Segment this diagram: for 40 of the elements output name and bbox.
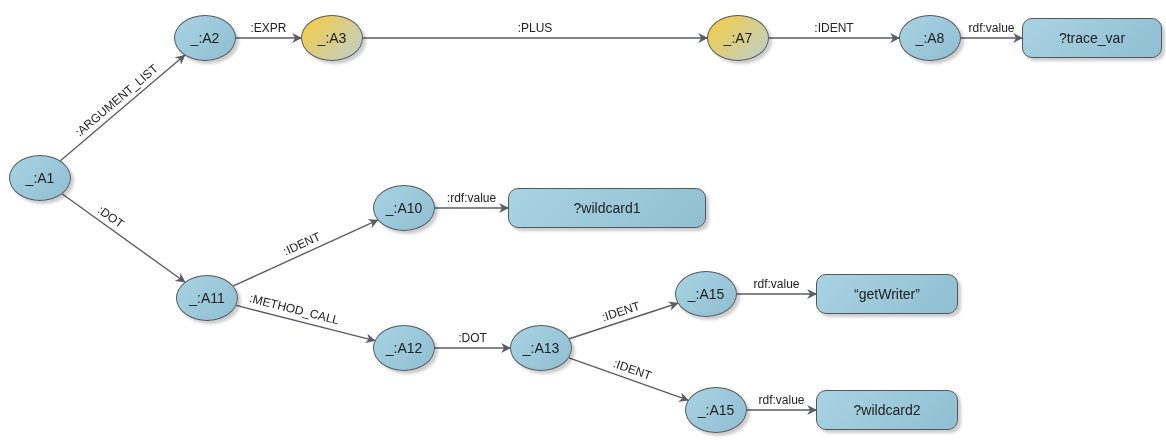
- edge-label: :DOT: [458, 332, 487, 344]
- rounded-box-node: ?wildcard2: [816, 390, 958, 430]
- arrow: [232, 219, 379, 287]
- ellipse-node: _:A10: [373, 185, 435, 231]
- edge-label: :EXPR: [250, 22, 287, 34]
- arrow: [61, 193, 186, 283]
- edge-label: :DOT: [95, 203, 127, 230]
- edge-label: :IDENT: [611, 357, 653, 382]
- arrow: [736, 289, 817, 299]
- edge-label: :IDENT: [814, 22, 854, 34]
- rounded-box-node: ?trace_var: [1022, 18, 1162, 58]
- edge-label: rdf:value: [758, 394, 805, 406]
- arrow: [768, 33, 900, 43]
- edge-label: :PLUS: [517, 22, 553, 34]
- ellipse-node: _:A15: [675, 271, 737, 317]
- ellipse-node: _:A7: [707, 15, 769, 61]
- arrow: [362, 33, 708, 43]
- ellipse-node: _:A8: [899, 15, 961, 61]
- edge-label: rdf:value: [968, 22, 1015, 34]
- arrow: [746, 405, 817, 415]
- edge-label: :IDENT: [599, 299, 641, 324]
- arrow: [568, 357, 689, 402]
- arrow: [960, 33, 1023, 43]
- ellipse-node: _:A13: [510, 325, 572, 371]
- arrow: [434, 343, 511, 353]
- ellipse-node: _:A11: [176, 275, 238, 321]
- arrow: [568, 301, 679, 340]
- ellipse-node: _:A15: [685, 387, 747, 433]
- rounded-box-node: “getWriter”: [816, 274, 958, 314]
- rounded-box-node: ?wildcard1: [508, 188, 706, 228]
- edge-label: rdf:value: [753, 278, 800, 290]
- arrow: [59, 54, 186, 162]
- arrow: [235, 33, 302, 43]
- ellipse-node: _:A3: [301, 15, 363, 61]
- ellipse-node: _:A1: [9, 155, 71, 201]
- arrow: [434, 203, 509, 213]
- ellipse-node: _:A2: [174, 15, 236, 61]
- edge-label: :rdf:value: [446, 192, 497, 204]
- arrow: [235, 304, 376, 344]
- ellipse-node: _:A12: [373, 325, 435, 371]
